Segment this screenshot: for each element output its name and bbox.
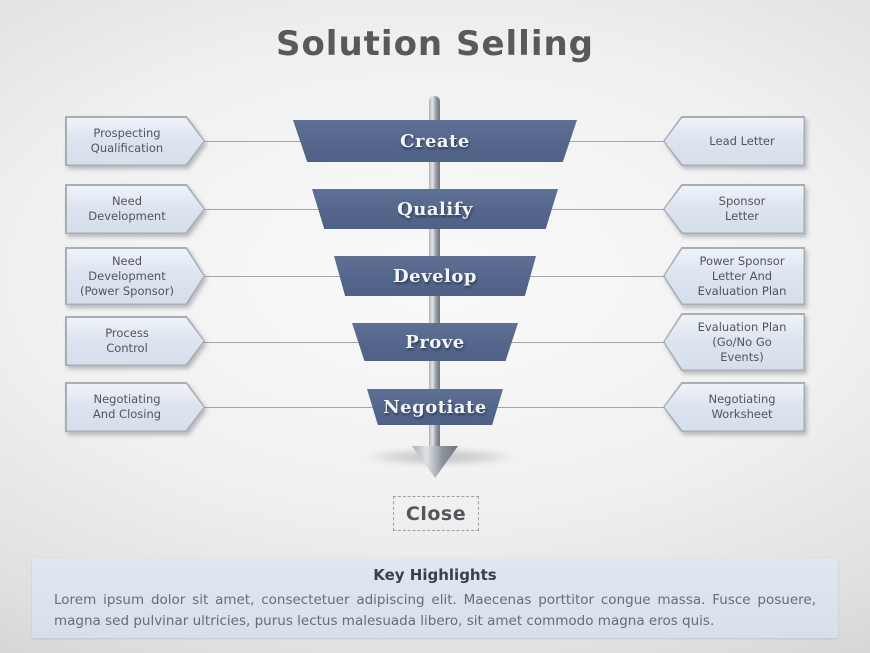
right-label-lead-letter: Lead Letter — [663, 116, 805, 166]
right-label-text: Sponsor Letter — [718, 194, 766, 223]
right-label-text: Negotiating Worksheet — [708, 392, 776, 421]
left-label-text: Prospecting Qualification — [90, 126, 164, 155]
key-highlights-panel: Key Highlights Lorem ipsum dolor sit ame… — [32, 558, 838, 638]
left-label-process-control: Process Control — [65, 316, 205, 366]
funnel-stage-create: Create — [293, 120, 577, 162]
left-label-text: Need Development — [88, 194, 166, 223]
right-label-negotiating-worksheet: Negotiating Worksheet — [663, 382, 805, 432]
key-highlights-body: Lorem ipsum dolor sit amet, consectetuer… — [54, 592, 816, 629]
left-label-negotiating-and-closing: Negotiating And Closing — [65, 382, 205, 432]
right-label-power-sponsor-letter: Power Sponsor Letter And Evaluation Plan — [663, 247, 805, 305]
funnel-stage-qualify: Qualify — [312, 189, 558, 229]
key-highlights-title: Key Highlights — [373, 566, 497, 584]
left-label-text: Process Control — [105, 326, 149, 355]
page-title: Solution Selling — [275, 24, 595, 64]
left-label-need-development: Need Development — [65, 184, 205, 234]
left-label-prospecting-qualification: Prospecting Qualification — [65, 116, 205, 166]
left-label-need-development-power-sponsor: Need Development (Power Sponsor) — [65, 247, 205, 305]
funnel-stage-prove: Prove — [352, 323, 518, 361]
right-label-text: Lead Letter — [709, 133, 775, 148]
funnel-stage-negotiate: Negotiate — [367, 389, 503, 425]
left-label-text: Negotiating And Closing — [92, 392, 162, 421]
funnel-stage-develop: Develop — [334, 256, 536, 296]
right-label-text: Power Sponsor Letter And Evaluation Plan — [697, 253, 787, 298]
right-label-sponsor-letter: Sponsor Letter — [663, 184, 805, 234]
right-label-evaluation-plan: Evaluation Plan (Go/No Go Events) — [663, 313, 805, 371]
close-stage-box: Close — [393, 496, 479, 531]
left-label-text: Need Development (Power Sponsor) — [79, 253, 175, 298]
right-label-text: Evaluation Plan (Go/No Go Events) — [697, 319, 787, 364]
